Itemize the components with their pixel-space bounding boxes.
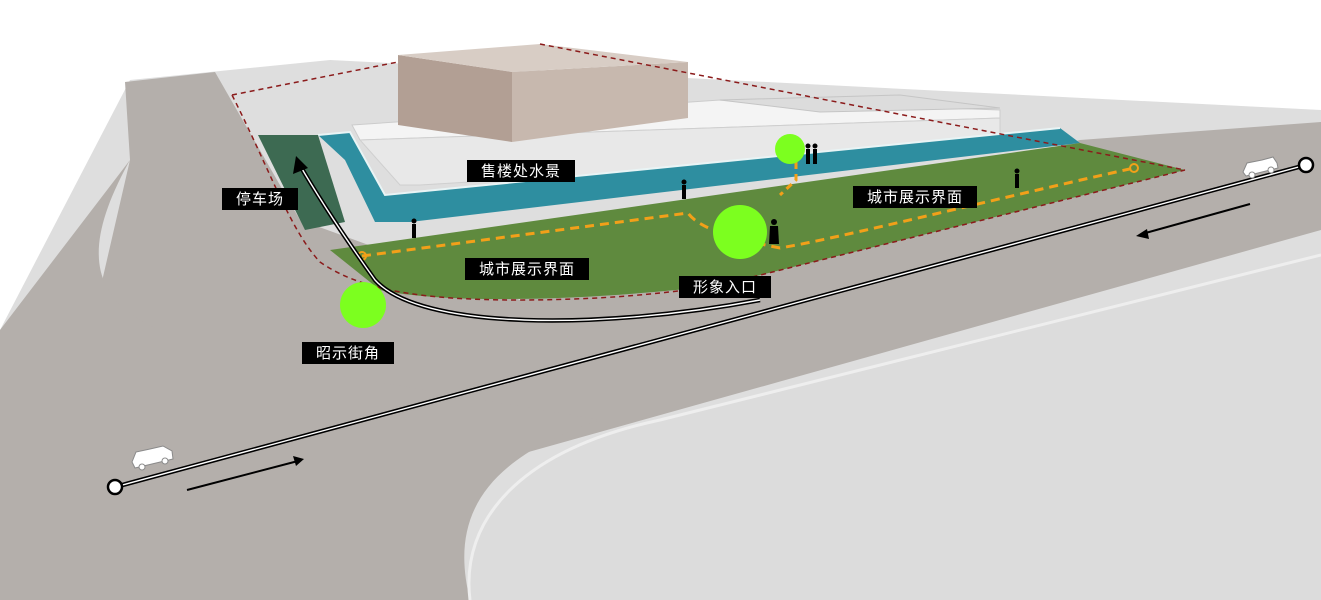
person-icon [411, 218, 417, 238]
upper-volume-top [398, 44, 688, 72]
person-icon [681, 179, 687, 199]
label-image-entrance: 形象入口 [679, 276, 772, 298]
car-icon [1242, 156, 1279, 179]
route-arrowhead [293, 156, 308, 174]
node-marker-entrance [713, 205, 767, 259]
curb-edge [467, 253, 1321, 600]
pedestrian-path-branch [778, 150, 798, 197]
route-end-node [1297, 156, 1315, 174]
annex-roof [719, 94, 1001, 113]
label-parking: 停车场 [222, 188, 299, 210]
node-marker-water [775, 134, 805, 164]
person-icon [805, 143, 818, 164]
sales-building [351, 44, 1001, 186]
direction-arrow-outbound [1136, 203, 1251, 239]
upper-volume-side [512, 62, 688, 142]
label-sales-waterscape: 售楼处水景 [467, 160, 576, 182]
site-boundary [231, 43, 1186, 301]
route-start-node [106, 478, 124, 496]
vehicle-route-parking [293, 156, 761, 323]
sidewalk-curve [468, 255, 1321, 600]
direction-arrow-inbound [186, 456, 304, 491]
label-city-front-right: 城市展示界面 [853, 186, 978, 208]
vehicle-route-main [114, 162, 1307, 490]
person-icon [769, 219, 779, 244]
upper-volume-front [398, 55, 512, 142]
water-edge [317, 127, 1061, 197]
node-marker-corner [340, 282, 386, 328]
path-endpoint [1129, 163, 1139, 173]
car-icon [131, 445, 174, 471]
label-corner: 昭示街角 [302, 342, 395, 364]
label-city-front-left: 城市展示界面 [465, 258, 590, 280]
person-icon [1014, 168, 1020, 188]
road-left-branch [0, 160, 600, 600]
water-feature [318, 128, 1080, 222]
pedestrian-path-main [361, 166, 1135, 258]
